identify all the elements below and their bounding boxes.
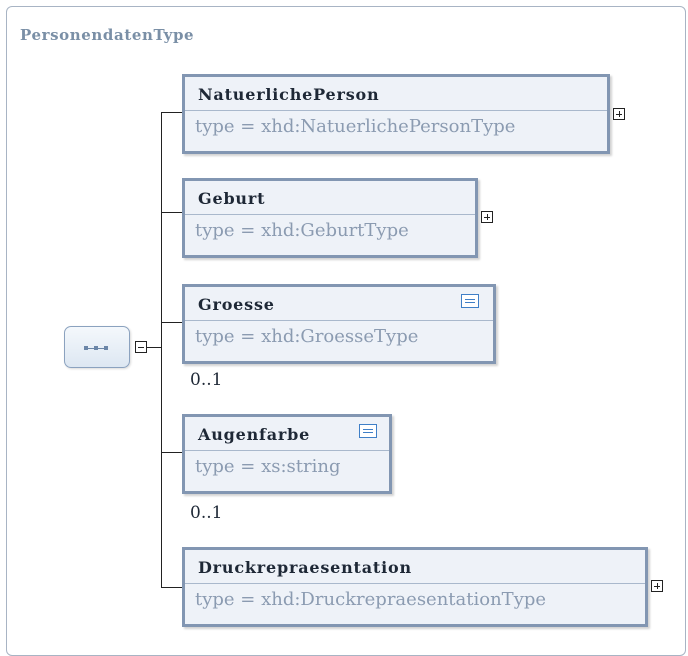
element-type: type = xhd:NatuerlichePersonType xyxy=(195,116,516,137)
element-druckrepraesentation[interactable]: Druckrepraesentation type = xhd:Druckrep… xyxy=(182,547,648,627)
sequence-compositor-icon xyxy=(84,346,112,350)
element-augenfarbe[interactable]: Augenfarbe type = xs:string xyxy=(182,414,392,494)
expand-druckrepraesentation-toggle[interactable] xyxy=(651,580,663,592)
element-type: type = xs:string xyxy=(195,456,341,477)
expand-geburt-toggle[interactable] xyxy=(481,211,493,223)
occurrence-label: 0..1 xyxy=(190,503,223,523)
connector-branch xyxy=(161,112,183,113)
element-geburt[interactable]: Geburt type = xhd:GeburtType xyxy=(182,178,478,258)
element-type: type = xhd:DruckrepraesentationType xyxy=(195,589,547,610)
element-name: NatuerlichePerson xyxy=(185,77,607,111)
documentation-icon xyxy=(461,294,479,308)
connector-line xyxy=(147,347,161,348)
element-name: Druckrepraesentation xyxy=(185,550,645,584)
expand-natuerliche-person-toggle[interactable] xyxy=(613,108,625,120)
element-name: Geburt xyxy=(185,181,475,215)
element-natuerliche-person[interactable]: NatuerlichePerson type = xhd:Natuerliche… xyxy=(182,74,610,154)
documentation-icon xyxy=(359,424,377,438)
connector-branch xyxy=(161,212,183,213)
sequence-compositor[interactable] xyxy=(64,326,130,368)
connector-branch xyxy=(161,322,183,323)
diagram-title: PersonendatenType xyxy=(20,26,195,44)
element-name: Augenfarbe xyxy=(185,417,389,451)
element-type: type = xhd:GeburtType xyxy=(195,220,409,241)
element-type: type = xhd:GroesseType xyxy=(195,326,419,347)
occurrence-label: 0..1 xyxy=(190,370,223,390)
connector-branch xyxy=(161,452,183,453)
collapse-sequence-toggle[interactable] xyxy=(135,341,147,353)
connector-trunk xyxy=(161,112,162,587)
connector-branch xyxy=(161,587,183,588)
element-groesse[interactable]: Groesse type = xhd:GroesseType xyxy=(182,284,496,364)
element-name: Groesse xyxy=(185,287,493,321)
